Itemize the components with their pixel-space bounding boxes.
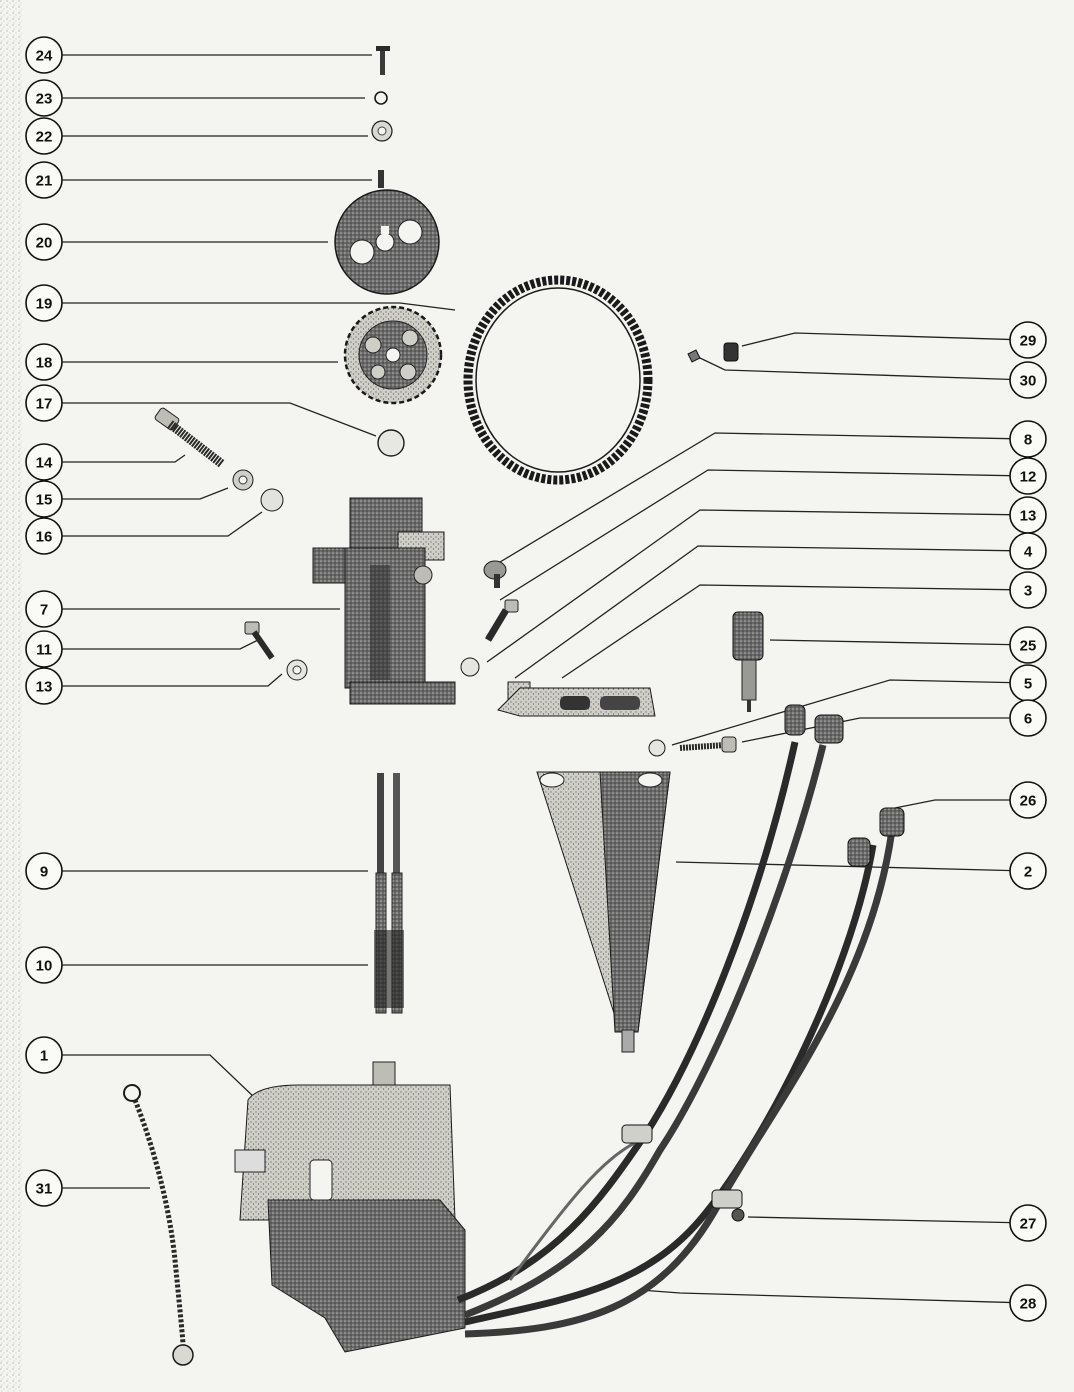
- svg-text:4: 4: [1024, 544, 1033, 561]
- callout-28: 28: [1009, 1284, 1047, 1322]
- svg-text:12: 12: [1020, 469, 1037, 486]
- callout-2: 2: [1009, 852, 1047, 890]
- part-5-washer: [648, 739, 666, 757]
- part-21-pin: [378, 170, 384, 188]
- svg-text:26: 26: [1020, 793, 1037, 810]
- callout-8: 8: [1009, 420, 1047, 458]
- svg-text:30: 30: [1020, 373, 1037, 390]
- callout-25: 25: [1009, 626, 1047, 664]
- callout-26: 26: [1009, 781, 1047, 819]
- callout-21: 21: [25, 161, 63, 199]
- callout-9: 9: [25, 852, 63, 890]
- callout-13-right: 13: [1009, 496, 1047, 534]
- svg-text:6: 6: [1024, 711, 1032, 728]
- part-12-bolt: [484, 599, 519, 642]
- scan-edge-noise: [0, 0, 22, 1392]
- part-13-washer-left: [286, 659, 308, 681]
- part-9-10-shaft: [374, 773, 404, 1014]
- part-31-ground-strap: [123, 1084, 194, 1366]
- callout-23: 23: [25, 79, 63, 117]
- part-14-bolt: [154, 407, 225, 468]
- part-20-plate: [334, 189, 440, 295]
- part-25-sensor: [732, 611, 764, 712]
- part-6-screw: [679, 736, 737, 753]
- part-30-nut: [687, 349, 701, 363]
- svg-text:16: 16: [36, 529, 53, 546]
- callout-4: 4: [1009, 532, 1047, 570]
- part-15-washer: [232, 469, 254, 491]
- leader-lines: [62, 54, 1029, 1304]
- svg-text:11: 11: [36, 642, 52, 659]
- svg-text:14: 14: [36, 455, 53, 472]
- callout-18: 18: [25, 343, 63, 381]
- callout-17: 17: [25, 384, 63, 422]
- part-16-washer: [260, 488, 284, 512]
- callout-15: 15: [25, 480, 63, 518]
- callout-5: 5: [1009, 664, 1047, 702]
- part-23-washer: [374, 91, 388, 105]
- svg-text:13: 13: [1020, 508, 1037, 525]
- svg-text:28: 28: [1020, 1296, 1037, 1313]
- callout-29: 29: [1009, 321, 1047, 359]
- callout-19: 19: [25, 284, 63, 322]
- svg-text:29: 29: [1020, 333, 1037, 350]
- part-1-distributor: [234, 1061, 466, 1353]
- svg-text:1: 1: [40, 1048, 48, 1065]
- svg-text:17: 17: [36, 396, 53, 413]
- callout-13-left: 13: [25, 667, 63, 705]
- svg-text:10: 10: [36, 958, 53, 975]
- svg-text:20: 20: [36, 235, 53, 252]
- callout-3: 3: [1009, 571, 1047, 609]
- svg-text:31: 31: [36, 1181, 53, 1198]
- part-19-belt: [463, 275, 653, 485]
- part-13-washer-right: [460, 657, 480, 677]
- callout-14: 14: [25, 443, 63, 481]
- svg-text:9: 9: [40, 864, 48, 881]
- part-17-bushing: [377, 429, 405, 457]
- part-7-housing: [312, 497, 456, 705]
- svg-text:24: 24: [36, 48, 53, 65]
- svg-text:25: 25: [1020, 638, 1037, 655]
- svg-text:2: 2: [1024, 864, 1032, 881]
- svg-text:15: 15: [36, 492, 53, 509]
- part-27-clamps: [621, 1124, 745, 1222]
- part-11-bolt: [244, 621, 275, 660]
- callout-11: 11: [25, 630, 63, 668]
- callout-1: 1: [25, 1036, 63, 1074]
- svg-text:7: 7: [40, 602, 48, 619]
- part-18-pulley: [343, 305, 443, 405]
- part-3-4-bracket: [497, 681, 656, 717]
- part-22-lockwasher: [371, 120, 393, 142]
- callout-16: 16: [25, 517, 63, 555]
- part-29-clip: [723, 342, 739, 362]
- svg-text:18: 18: [36, 355, 53, 372]
- callout-24: 24: [25, 36, 63, 74]
- callout-22: 22: [25, 117, 63, 155]
- svg-text:21: 21: [36, 173, 53, 190]
- callout-27: 27: [1009, 1204, 1047, 1242]
- svg-text:23: 23: [36, 91, 53, 108]
- svg-text:27: 27: [1020, 1216, 1037, 1233]
- part-24-screw: [376, 46, 390, 75]
- part-26-terminals: [784, 704, 905, 867]
- callout-7: 7: [25, 590, 63, 628]
- part-2-shield: [536, 771, 671, 1053]
- callout-10: 10: [25, 946, 63, 984]
- callout-30: 30: [1009, 361, 1047, 399]
- svg-text:19: 19: [36, 296, 53, 313]
- callout-6: 6: [1009, 699, 1047, 737]
- svg-text:3: 3: [1024, 583, 1032, 600]
- callout-31: 31: [25, 1169, 63, 1207]
- svg-text:13: 13: [36, 679, 53, 696]
- part-8-screw: [483, 560, 507, 588]
- callout-20: 20: [25, 223, 63, 261]
- svg-text:5: 5: [1024, 676, 1032, 693]
- svg-text:22: 22: [36, 129, 53, 146]
- callout-12: 12: [1009, 457, 1047, 495]
- svg-text:8: 8: [1024, 432, 1032, 449]
